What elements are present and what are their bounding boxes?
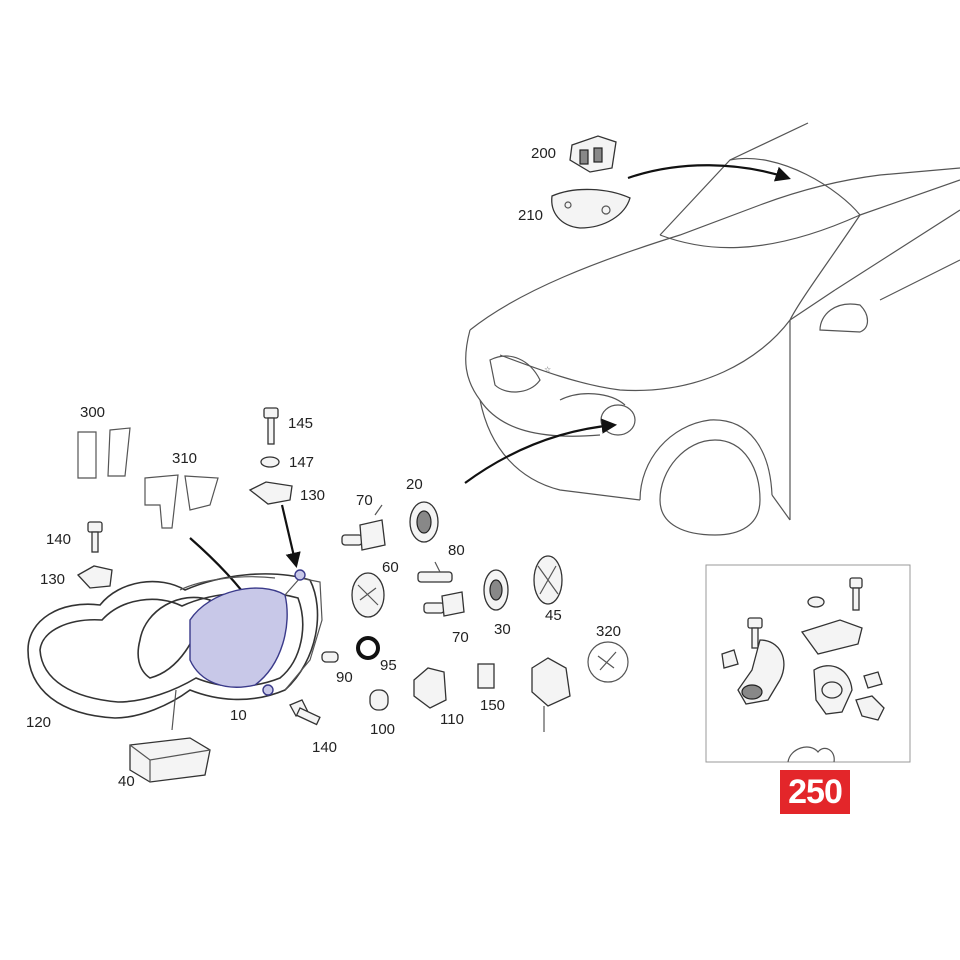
callout-45: 45 xyxy=(545,607,562,624)
bulb-icon xyxy=(417,561,453,583)
callout-95: 95 xyxy=(380,657,397,674)
cap-icon xyxy=(409,501,439,543)
screw-icon xyxy=(263,407,279,445)
car-outline-icon: ☆ xyxy=(465,122,960,536)
callout-20: 20 xyxy=(406,476,423,493)
bulb-icon xyxy=(321,651,339,663)
seal-icon xyxy=(356,636,380,660)
arrow-130-to-lamp xyxy=(280,504,301,568)
callout-140-bottom: 140 xyxy=(312,739,338,756)
bulb-icon xyxy=(369,689,389,711)
callout-70-top: 70 xyxy=(356,492,373,509)
callout-300: 300 xyxy=(80,404,106,421)
callout-110: 110 xyxy=(440,711,464,728)
cap-icon xyxy=(483,569,509,611)
reflector-cap-icon xyxy=(351,572,385,618)
callout-310: 310 xyxy=(172,450,198,467)
bulb-icon xyxy=(423,591,465,617)
arrow-to-roof xyxy=(627,164,791,182)
callout-60: 60 xyxy=(382,559,399,576)
bulb-icon xyxy=(341,504,386,551)
lens-film-icon xyxy=(144,474,219,529)
callout-150: 150 xyxy=(480,697,506,714)
detail-box xyxy=(705,564,911,763)
callout-145: 145 xyxy=(288,415,314,432)
cap-icon xyxy=(533,555,563,605)
detail-reference-badge: 250 xyxy=(780,770,850,814)
callout-70-mid: 70 xyxy=(452,629,469,646)
igniter-icon xyxy=(531,657,571,732)
clip-icon xyxy=(76,565,113,589)
screw-icon xyxy=(87,521,103,553)
svg-text:☆: ☆ xyxy=(544,365,551,374)
callout-30: 30 xyxy=(494,621,511,638)
callout-140-left: 140 xyxy=(46,531,72,548)
callout-120: 120 xyxy=(26,714,52,731)
sensor-bracket-icon xyxy=(551,188,631,229)
protective-film-icon xyxy=(77,427,131,479)
arrow-to-headlamp-position xyxy=(464,418,618,484)
washer-icon xyxy=(260,456,280,468)
socket-icon xyxy=(413,667,447,709)
detail-reference-icon xyxy=(587,641,629,683)
callout-130-top: 130 xyxy=(300,487,326,504)
screw-icon xyxy=(289,699,321,726)
clip-icon xyxy=(477,663,495,689)
callout-130-left: 130 xyxy=(40,571,66,588)
callout-80: 80 xyxy=(448,542,465,559)
callout-90: 90 xyxy=(336,669,353,686)
clip-icon xyxy=(248,481,293,505)
callout-147: 147 xyxy=(289,454,315,471)
callout-40: 40 xyxy=(118,773,135,790)
callout-10: 10 xyxy=(230,707,247,724)
callout-320: 320 xyxy=(596,623,622,640)
headlamp-assembly-icon xyxy=(27,569,323,731)
control-unit-icon xyxy=(129,737,211,783)
sensor-icon xyxy=(569,135,617,173)
callout-100: 100 xyxy=(370,721,396,738)
callout-210: 210 xyxy=(518,207,544,224)
callout-200: 200 xyxy=(531,145,557,162)
